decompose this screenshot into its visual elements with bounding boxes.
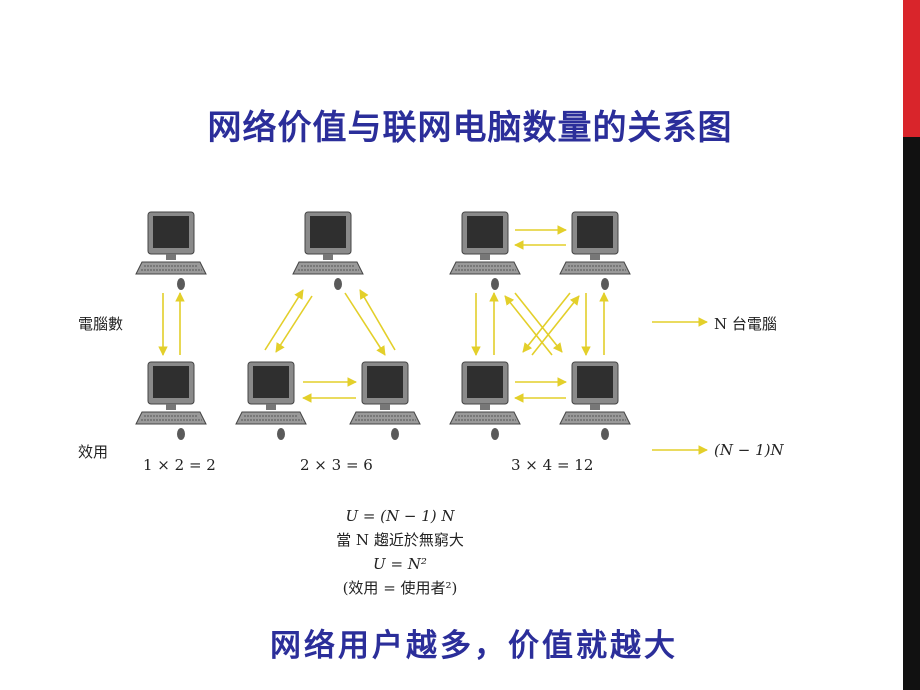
computer-icon [135,361,207,441]
computer-icon [235,361,307,441]
slide-conclusion: 网络用户越多，价值就越大 [270,628,678,664]
group-three-computers [235,211,421,441]
computer-icon [449,211,521,291]
arrow [264,289,304,351]
arrow [531,295,580,356]
arrow [344,292,386,356]
row-label-computers: 電腦數 [78,315,124,333]
computer-icon [559,211,631,291]
group-two-computers [135,211,207,441]
legend-n-computers: N 台電腦 [714,315,777,333]
equation-group-3: 3 × 4 = 12 [511,456,594,474]
equation-group-1: 1 × 2 = 2 [143,456,216,474]
slide-title: 网络价值与联网电脑数量的关系图 [207,108,733,148]
arrow [504,295,553,356]
arrow [359,289,396,351]
computer-icon [559,361,631,441]
computer-icon [292,211,364,291]
computer-icon [449,361,521,441]
legend-utility-formula: (N − 1)N [714,441,784,459]
arrow [522,292,571,353]
arrow [514,292,563,353]
computer-icon [135,211,207,291]
formula-line-3: U = N² [373,555,427,573]
formula-line-1: U = (N − 1) N [345,507,455,525]
formula-block: U = (N − 1) N 當 N 趨近於無窮大 U = N² (效用 = 使用… [270,504,530,600]
formula-line-4: (效用 = 使用者²) [342,579,458,597]
computer-icon [349,361,421,441]
sidebar-accent [903,0,920,137]
right-sidebar-bar [903,0,920,690]
row-label-utility: 效用 [78,443,109,461]
equation-group-2: 2 × 3 = 6 [300,456,373,474]
arrow [275,295,313,353]
formula-line-2: 當 N 趨近於無窮大 [336,531,464,549]
group-four-computers [449,211,631,441]
